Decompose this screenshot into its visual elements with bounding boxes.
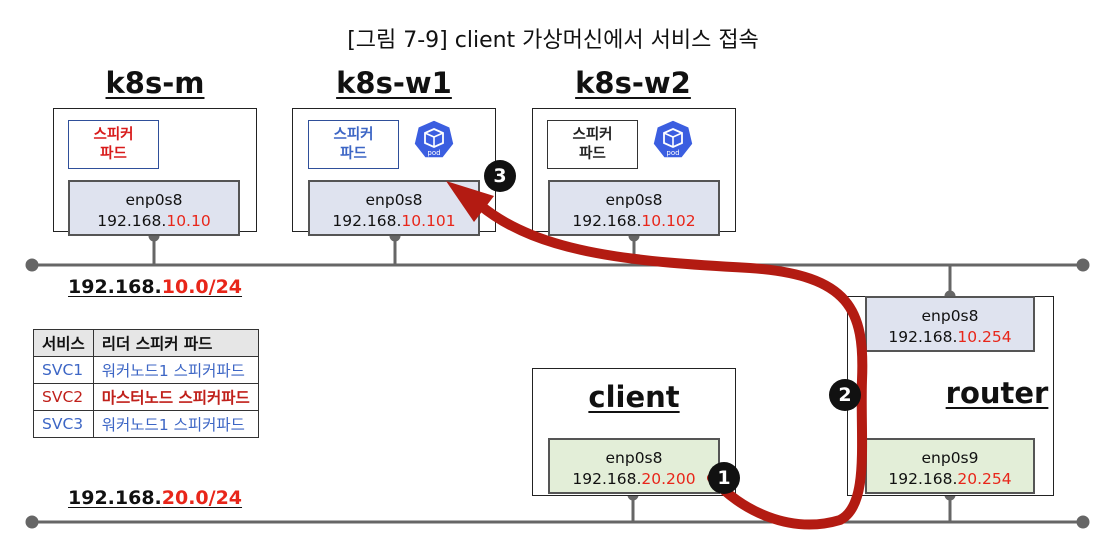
nic-ip: 192.168.10.101 [332,212,456,230]
service-cell: SVC2 [33,383,94,411]
speaker-pod-k8s-w1: 스피커 파드 [308,120,399,169]
table-row: SVC1 워커노드1 스피커파드 [33,356,259,384]
speaker-pod-label: 스피커 [93,127,134,143]
nic-name: enp0s8 [125,191,183,209]
step-marker-1: 1 [708,462,740,494]
nic-ip: 192.168.10.102 [572,212,696,230]
step-marker-2: 2 [829,379,861,411]
speaker-pod-k8s-m: 스피커 파드 [68,120,159,169]
nic-name: enp0s8 [921,307,979,325]
table-row: SVC2 마스터노드 스피커파드 [33,383,259,411]
service-table-wrapper: 서비스 리더 스피커 파드 SVC1 워커노드1 스피커파드 SVC2 마스터노… [33,329,259,438]
nic-ip: 192.168.20.254 [888,470,1012,488]
node-name-k8s-w1: k8s-w1 [336,66,452,100]
speaker-pod-label: 파드 [340,146,367,162]
figure-caption: [그림 7-9] client 가상머신에서 서비스 접속 [347,28,759,53]
nic-ip: 192.168.10.10 [97,212,211,230]
nic-name: enp0s9 [921,449,979,467]
nic-k8s-w1: enp0s8 192.168.10.101 [308,180,480,236]
nic-name: enp0s8 [365,191,423,209]
pod-icon: pod [413,119,455,159]
nic-name: enp0s8 [605,449,663,467]
lower-network-label: 192.168.20.0/24 [68,487,243,509]
speaker-pod-label: 파드 [579,146,606,162]
table-row: SVC3 워커노드1 스피커파드 [33,410,259,438]
traffic-arrowhead [446,181,494,222]
speaker-pod-label: 파드 [100,146,127,162]
traffic-path-line [475,200,868,530]
lower-bus-end-right [1076,515,1090,529]
step-marker-3: 3 [484,160,516,192]
service-cell: SVC3 [33,410,94,438]
nic-router-top: enp0s8 192.168.10.254 [865,296,1035,352]
upper-network-label: 192.168.10.0/24 [68,276,243,298]
table-header-leader: 리더 스피커 파드 [92,329,259,357]
pod-icon: pod [652,119,694,159]
table-header-service: 서비스 [33,329,94,357]
nic-router-bottom: enp0s9 192.168.20.254 [865,438,1035,494]
nic-name: enp0s8 [605,191,663,209]
svg-text:pod: pod [427,149,440,157]
speaker-pod-k8s-w2: 스피커 파드 [547,120,638,169]
upper-bus-end-left [25,258,39,272]
speaker-pod-label: 스피커 [572,127,613,143]
service-table: 서비스 리더 스피커 파드 SVC1 워커노드1 스피커파드 SVC2 마스터노… [33,329,259,438]
upper-bus-end-right [1076,258,1090,272]
leader-cell: 워커노드1 스피커파드 [92,410,259,438]
lower-bus-end-left [25,515,39,529]
nic-ip: 192.168.20.200 [572,470,696,488]
leader-cell: 워커노드1 스피커파드 [92,356,259,384]
nic-client: enp0s8 192.168.20.200 [548,438,720,494]
nic-ip: 192.168.10.254 [888,328,1012,346]
svg-text:pod: pod [666,149,679,157]
node-name-router: router [945,376,1049,410]
nic-k8s-m: enp0s8 192.168.10.10 [68,180,240,236]
node-name-k8s-m: k8s-m [105,66,205,100]
nic-k8s-w2: enp0s8 192.168.10.102 [548,180,720,236]
service-cell: SVC1 [33,356,94,384]
node-name-client: client [588,380,680,414]
speaker-pod-label: 스피커 [333,127,374,143]
node-name-k8s-w2: k8s-w2 [575,66,691,100]
